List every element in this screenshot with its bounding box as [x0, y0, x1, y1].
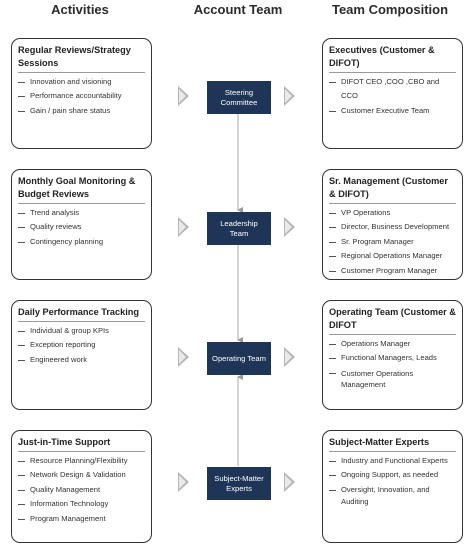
activity-item: Performance accountability — [18, 89, 145, 103]
activity-item: Trend analysis — [18, 206, 145, 220]
arrow-right-icon — [178, 217, 189, 237]
composition-title: Sr. Management (Customer & DIFOT) — [329, 175, 456, 204]
composition-card-sr-management: Sr. Management (Customer & DIFOT) VP Ope… — [322, 169, 463, 280]
activity-item: Gain / pain share status — [18, 104, 145, 118]
account-box-operating-team: Operating Team — [207, 342, 271, 375]
composition-card-subject-matter-experts: Subject-Matter Experts Industry and Func… — [322, 430, 463, 543]
composition-title: Operating Team (Customer & DIFOT — [329, 306, 456, 335]
header-account-team: Account Team — [193, 2, 283, 17]
activity-item: Innovation and visioning — [18, 75, 145, 89]
activity-item: Network Design & Validation — [18, 468, 145, 482]
composition-item: Customer Executive Team — [329, 104, 456, 118]
arrow-right-icon — [284, 86, 295, 106]
activity-card-jit: Just-in-Time Support Resource Planning/F… — [11, 430, 152, 543]
arrow-right-icon — [178, 86, 189, 106]
activity-item: Program Management — [18, 512, 145, 526]
arrow-right-icon — [178, 472, 189, 492]
composition-title: Executives (Customer & DIFOT) — [329, 44, 456, 73]
activity-card-monthly: Monthly Goal Monitoring & Budget Reviews… — [11, 169, 152, 280]
composition-title: Subject-Matter Experts — [329, 436, 456, 452]
activity-item: Resource Planning/Flexibility — [18, 454, 145, 468]
composition-item: Functional Managers, Leads — [329, 351, 456, 365]
arrow-right-icon — [284, 347, 295, 367]
composition-item: Director, Business Development — [329, 220, 456, 234]
activity-item: Individual & group KPIs — [18, 324, 145, 338]
composition-item: Oversight, Innovation, and Auditing — [329, 483, 456, 508]
header-team-composition: Team Composition — [331, 2, 449, 17]
composition-item: DIFOT CEO ,COO ,CBO and CCO — [329, 75, 456, 104]
composition-card-operating-team: Operating Team (Customer & DIFOT Operati… — [322, 300, 463, 410]
composition-item: VP Operations — [329, 206, 456, 220]
activity-card-daily: Daily Performance Tracking Individual & … — [11, 300, 152, 410]
activity-title: Regular Reviews/Strategy Sessions — [18, 44, 145, 73]
activity-item: Engineered work — [18, 353, 145, 367]
composition-item: Operations Manager — [329, 337, 456, 351]
activity-item: Quality reviews — [18, 220, 145, 234]
activity-title: Just-in-Time Support — [18, 436, 145, 452]
header-activities: Activities — [51, 2, 109, 17]
arrow-right-icon — [178, 347, 189, 367]
composition-item: Customer Program Manager — [329, 264, 456, 278]
activity-card-reviews: Regular Reviews/Strategy Sessions Innova… — [11, 38, 152, 149]
activity-item: Quality Management — [18, 483, 145, 497]
activity-item: Exception reporting — [18, 338, 145, 352]
account-box-steering-committee: Steering Committee — [207, 81, 271, 114]
composition-item: Ongoing Support, as needed — [329, 468, 456, 482]
account-box-subject-matter-experts: Subject-Matter Experts — [207, 467, 271, 500]
activity-title: Monthly Goal Monitoring & Budget Reviews — [18, 175, 145, 204]
account-box-leadership-team: Leadership Team — [207, 212, 271, 245]
activity-item: Contingency planning — [18, 235, 145, 249]
composition-item: Industry and Functional Experts — [329, 454, 456, 468]
arrow-right-icon — [284, 217, 295, 237]
arrow-right-icon — [284, 472, 295, 492]
composition-item: Sr. Program Manager — [329, 235, 456, 249]
activity-title: Daily Performance Tracking — [18, 306, 145, 322]
composition-item: Customer Operations Management — [329, 366, 456, 390]
activity-item: Information Technology — [18, 497, 145, 511]
composition-card-executives: Executives (Customer & DIFOT) DIFOT CEO … — [322, 38, 463, 149]
composition-item: Regional Operations Manager — [329, 249, 456, 263]
